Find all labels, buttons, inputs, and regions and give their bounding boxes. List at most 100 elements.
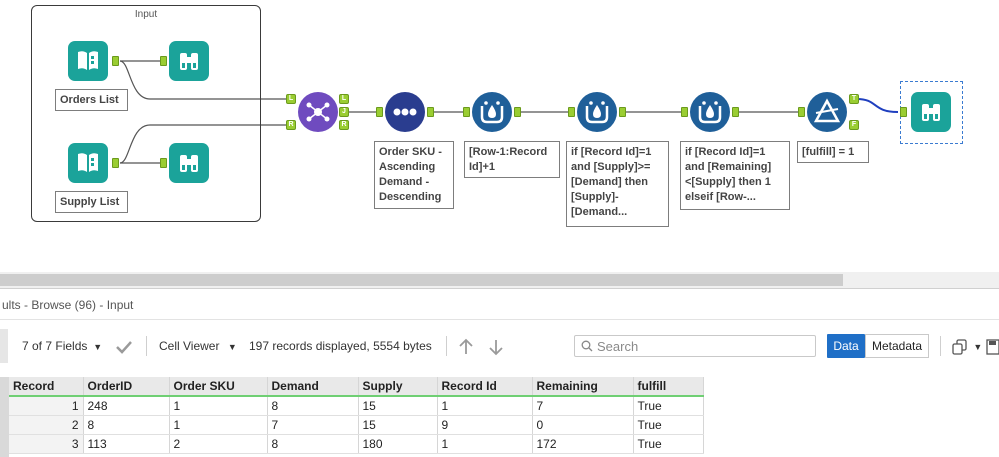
scroll-down-button[interactable] xyxy=(488,329,504,363)
multirow3-input-anchor[interactable] xyxy=(681,107,688,117)
table-cell[interactable]: 1 xyxy=(437,396,533,416)
orders-input-tool[interactable] xyxy=(68,41,108,81)
column-header[interactable]: Remaining xyxy=(532,377,634,397)
final-browse-tool[interactable] xyxy=(911,92,951,132)
column-header[interactable]: Order SKU xyxy=(169,377,268,397)
table-cell[interactable]: 8 xyxy=(267,434,359,454)
multirow1-tool[interactable] xyxy=(472,92,512,132)
multirow1-annotation: [Row-1:Record Id]+1 xyxy=(464,141,560,178)
metadata-view-button[interactable]: Metadata xyxy=(865,334,929,358)
join-right-input-anchor[interactable]: R xyxy=(286,120,296,130)
table-cell[interactable]: 7 xyxy=(267,415,359,435)
supply-browse-tool[interactable] xyxy=(169,143,209,183)
table-cell[interactable]: 2 xyxy=(169,434,268,454)
multirow3-output-anchor[interactable] xyxy=(732,107,739,117)
table-cell[interactable]: True xyxy=(633,415,704,435)
orders-browse-tool[interactable] xyxy=(169,41,209,81)
results-title: ults - Browse (96) - Input xyxy=(2,298,134,312)
table-cell[interactable]: 172 xyxy=(532,434,634,454)
table-cell[interactable]: 1 xyxy=(437,434,533,454)
supply-output-anchor[interactable] xyxy=(112,158,119,168)
filter-annotation: [fulfill] = 1 xyxy=(797,141,869,163)
orders-browse-input-anchor[interactable] xyxy=(160,56,167,66)
supply-list-annotation: Supply List xyxy=(55,191,128,213)
results-table: Record OrderID Order SKU Demand Supply R… xyxy=(9,377,704,454)
column-header[interactable]: fulfill xyxy=(633,377,704,397)
search-input[interactable] xyxy=(597,338,807,354)
table-cell[interactable]: True xyxy=(633,434,704,454)
table-cell[interactable]: 15 xyxy=(358,396,438,416)
multi-row-formula-icon xyxy=(480,101,504,124)
table-row[interactable]: 2 8 1 7 15 9 0 True xyxy=(9,415,704,435)
column-header[interactable]: Record xyxy=(9,377,84,397)
column-header[interactable]: Record Id xyxy=(437,377,533,397)
filter-input-anchor[interactable] xyxy=(798,107,805,117)
book-icon xyxy=(78,51,98,70)
table-cell[interactable]: 180 xyxy=(358,434,438,454)
join-left-output-anchor[interactable]: L xyxy=(339,94,349,104)
multirow3-tool[interactable] xyxy=(690,92,730,132)
table-cell[interactable]: 9 xyxy=(437,415,533,435)
table-cell[interactable]: 8 xyxy=(267,396,359,416)
fields-dropdown[interactable]: 7 of 7 Fields ▼ xyxy=(22,329,102,363)
multirow2-annotation: if [Record Id]=1 and [Supply]>=[Demand] … xyxy=(566,141,669,227)
save-button[interactable] xyxy=(986,329,999,363)
results-panel: ults - Browse (96) - Input 7 of 7 Fields… xyxy=(0,288,999,457)
final-browse-input-anchor[interactable] xyxy=(900,107,907,117)
table-cell[interactable]: 8 xyxy=(83,415,170,435)
arrow-down-icon xyxy=(489,339,503,356)
supply-input-tool[interactable] xyxy=(68,143,108,183)
join-joined-output-anchor[interactable]: J xyxy=(339,107,349,117)
input-container[interactable]: Input xyxy=(31,5,261,222)
table-cell[interactable]: 15 xyxy=(358,415,438,435)
copy-dropdown-button[interactable]: ▼ xyxy=(952,329,982,363)
sort-output-anchor[interactable] xyxy=(427,107,434,117)
toolbar-separator xyxy=(446,336,447,356)
multirow1-input-anchor[interactable] xyxy=(463,107,470,117)
caret-down-icon: ▼ xyxy=(222,342,237,352)
column-header[interactable]: Demand xyxy=(267,377,359,397)
table-cell[interactable]: 7 xyxy=(532,396,634,416)
column-header[interactable]: OrderID xyxy=(83,377,170,397)
binoculars-icon xyxy=(180,53,198,70)
workflow-canvas[interactable]: Input Orders List xyxy=(0,0,999,272)
column-header[interactable]: Supply xyxy=(358,377,438,397)
supply-browse-input-anchor[interactable] xyxy=(160,158,167,168)
table-cell[interactable]: 248 xyxy=(83,396,170,416)
orders-output-anchor[interactable] xyxy=(112,56,119,66)
multirow2-input-anchor[interactable] xyxy=(568,107,575,117)
table-cell[interactable]: 113 xyxy=(83,434,170,454)
search-box[interactable] xyxy=(574,335,816,357)
filter-icon xyxy=(813,98,841,123)
scroll-up-button[interactable] xyxy=(458,329,474,363)
data-view-button[interactable]: Data xyxy=(827,334,865,358)
multi-row-formula-icon xyxy=(698,101,722,124)
table-cell[interactable]: True xyxy=(633,396,704,416)
multirow2-output-anchor[interactable] xyxy=(619,107,626,117)
join-tool[interactable] xyxy=(298,92,338,132)
cell-viewer-dropdown[interactable]: Cell Viewer ▼ xyxy=(159,329,237,363)
apply-checkmark-button[interactable] xyxy=(115,329,133,363)
sort-input-anchor[interactable] xyxy=(376,107,383,117)
records-info: 197 records displayed, 5554 bytes xyxy=(249,339,432,353)
join-right-output-anchor[interactable]: R xyxy=(339,120,349,130)
join-left-input-anchor[interactable]: L xyxy=(286,94,296,104)
multirow2-tool[interactable] xyxy=(577,92,617,132)
sort-tool[interactable] xyxy=(385,92,425,132)
filter-true-anchor[interactable]: T xyxy=(849,94,859,104)
results-grid[interactable]: Record OrderID Order SKU Demand Supply R… xyxy=(9,377,704,454)
table-cell[interactable]: 0 xyxy=(532,415,634,435)
multirow1-output-anchor[interactable] xyxy=(514,107,521,117)
results-title-divider xyxy=(0,319,999,320)
table-cell[interactable]: 1 xyxy=(169,415,268,435)
filter-false-anchor[interactable]: F xyxy=(849,120,859,130)
table-cell[interactable]: 1 xyxy=(169,396,268,416)
table-row[interactable]: 3 113 2 8 180 1 172 True xyxy=(9,434,704,454)
canvas-horizontal-scrollbar[interactable] xyxy=(0,272,999,288)
scrollbar-thumb[interactable] xyxy=(0,274,843,286)
sort-annotation: Order SKU - Ascending Demand - Descendin… xyxy=(374,141,454,209)
record-number-cell: 3 xyxy=(9,434,84,454)
filter-tool[interactable] xyxy=(807,92,847,132)
table-row[interactable]: 1 248 1 8 15 1 7 True xyxy=(9,396,704,416)
